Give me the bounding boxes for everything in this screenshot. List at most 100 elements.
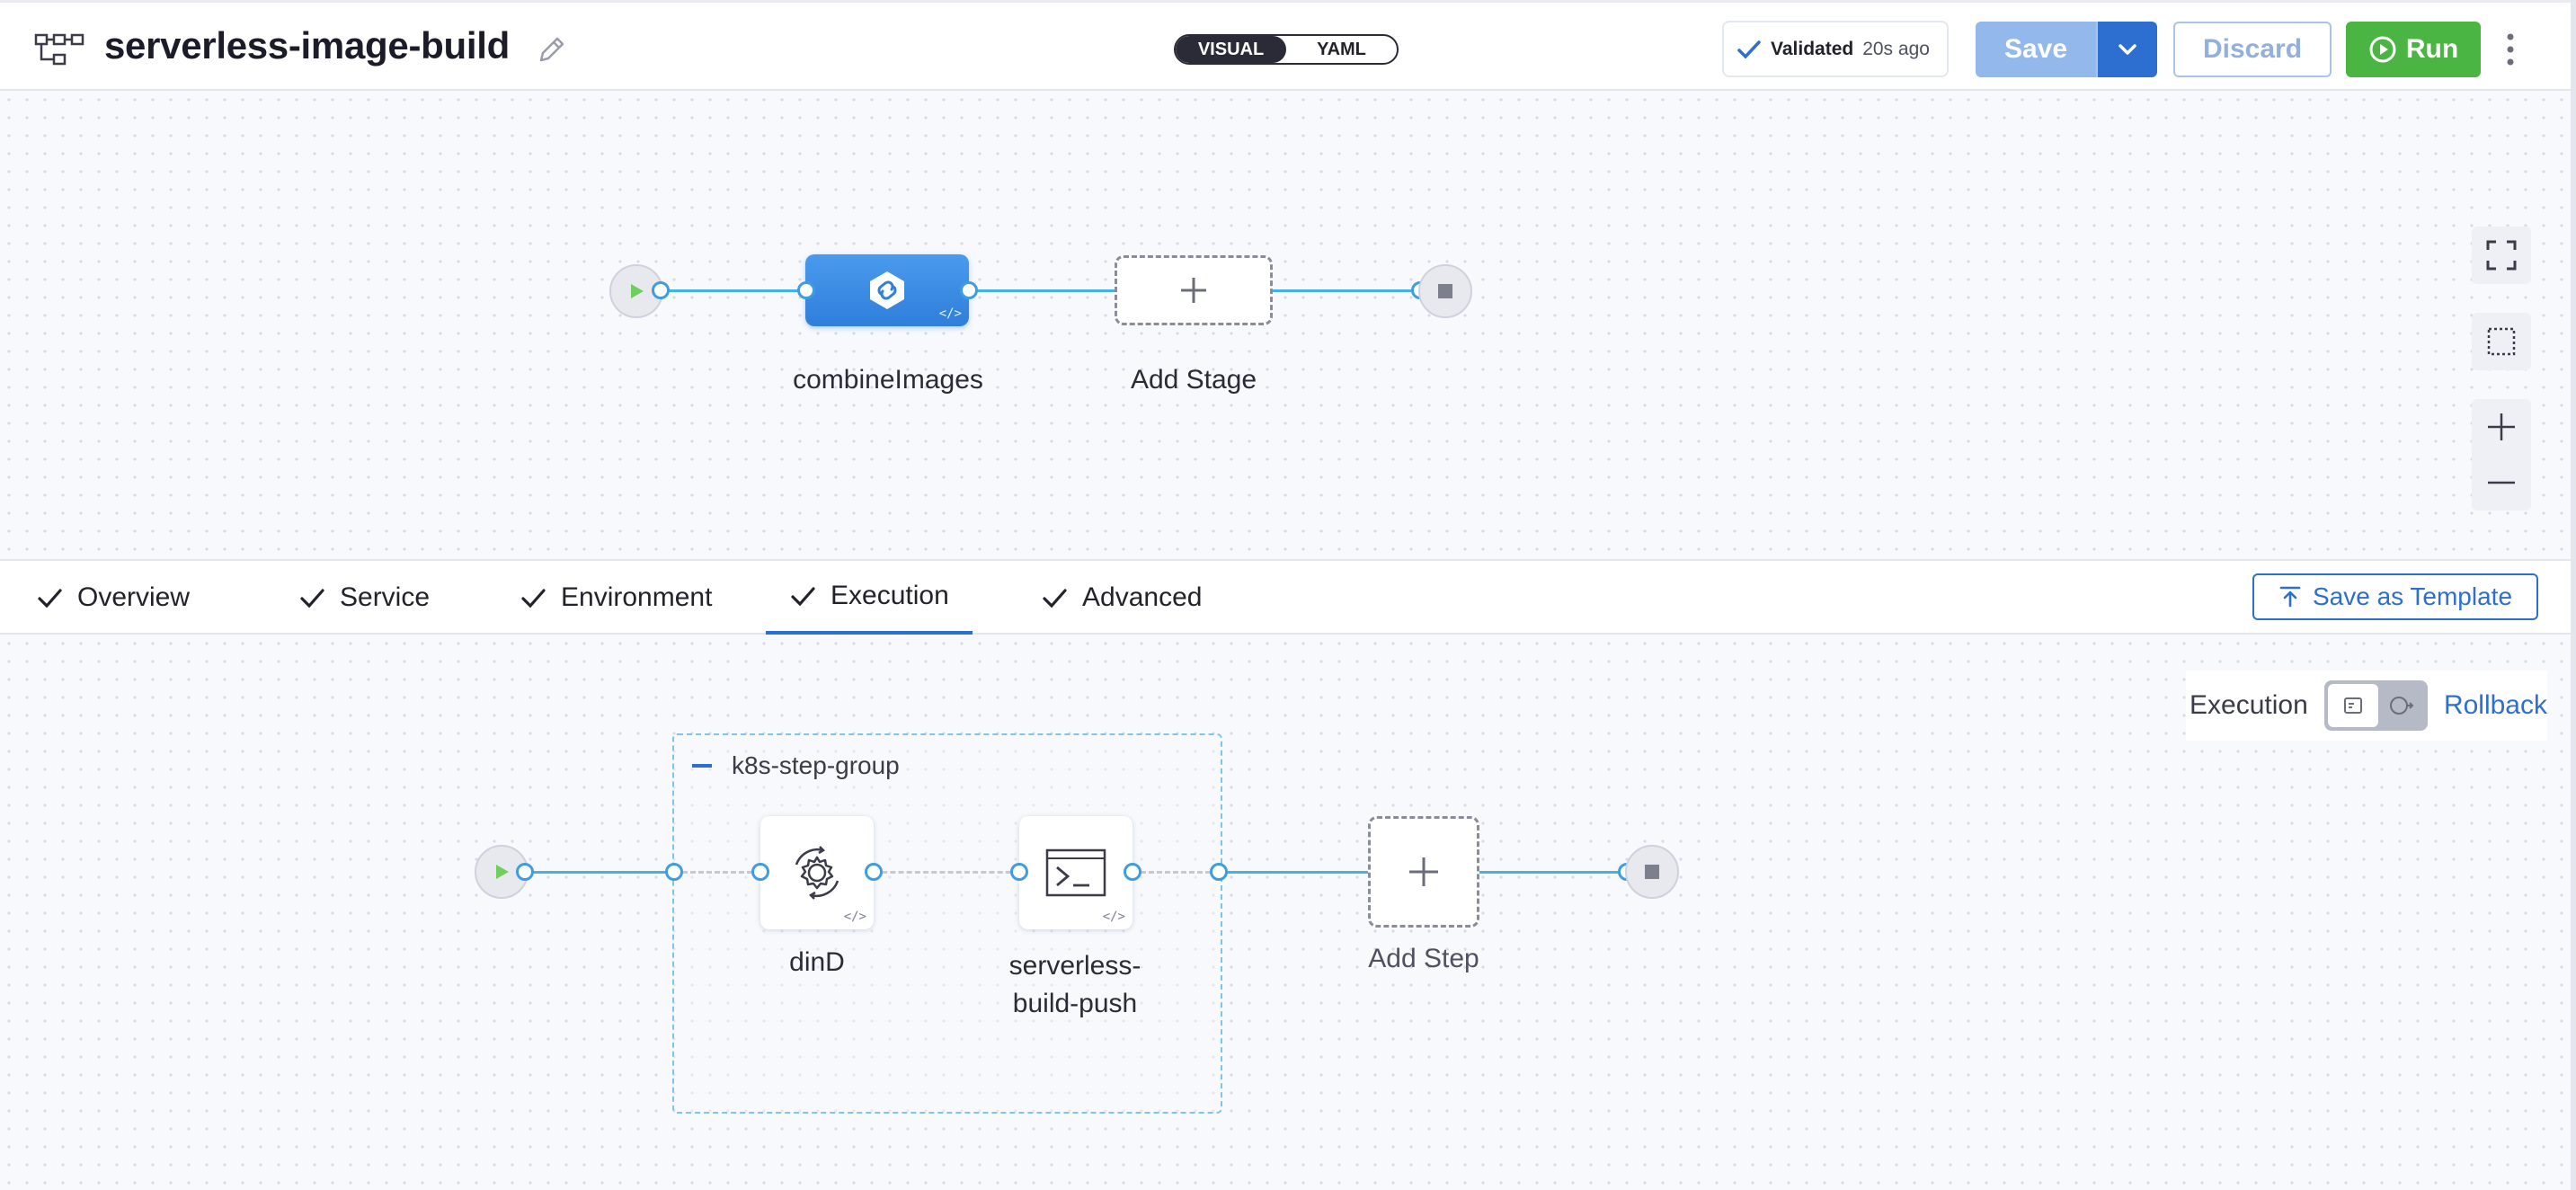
execution-mode-label: Execution <box>2190 690 2308 720</box>
pipeline-title: serverless-image-build <box>104 24 510 67</box>
run-label: Run <box>2405 34 2459 64</box>
step-group-name: k8s-step-group <box>732 751 900 779</box>
link-icon <box>870 271 904 309</box>
collapse-icon[interactable] <box>692 764 712 768</box>
view-mode-toggle[interactable]: VISUAL YAML <box>1174 34 1399 65</box>
plus-icon <box>1181 278 1206 303</box>
connector <box>1219 871 1368 874</box>
execution-rollback-toggle: Execution Rollback <box>2186 670 2547 741</box>
stop-icon <box>1645 865 1659 879</box>
rollback-icon <box>2389 697 2414 715</box>
step-label: dinD <box>789 947 845 977</box>
save-options-dropdown[interactable] <box>2096 22 2157 77</box>
validated-time: 20s ago <box>1862 38 1930 59</box>
zoom-out-icon <box>2488 481 2515 484</box>
group-output-port <box>1210 863 1228 881</box>
upload-template-icon <box>2279 586 2301 608</box>
step-label-line: build-push <box>1012 989 1138 1018</box>
zoom-in-button[interactable] <box>2472 399 2531 455</box>
more-vertical-icon[interactable] <box>2497 30 2524 69</box>
tab-label: Overview <box>77 582 191 612</box>
connector <box>1479 871 1625 874</box>
chevron-down-icon <box>2119 44 2136 55</box>
execution-icon <box>2343 697 2362 714</box>
tab-advanced[interactable]: Advanced <box>1041 561 1202 635</box>
validation-status[interactable]: Validated 20s ago <box>1722 21 1949 77</box>
check-icon <box>791 587 815 607</box>
pipeline-icon <box>34 33 84 66</box>
tab-label: Environment <box>561 582 713 612</box>
plus-icon <box>1409 857 1438 886</box>
play-icon <box>631 284 644 298</box>
tab-overview[interactable]: Overview <box>36 561 190 635</box>
zoom-in-icon <box>2488 413 2515 440</box>
save-as-template-button[interactable]: Save as Template <box>2252 573 2538 620</box>
stage-label: combineImages <box>793 365 983 395</box>
connector <box>525 871 674 874</box>
pipeline-end-node <box>1418 264 1472 318</box>
start-port <box>652 281 670 299</box>
step-dind[interactable]: </> <box>760 816 874 929</box>
zoom-controls <box>2472 399 2531 511</box>
run-button[interactable]: Run <box>2346 22 2481 77</box>
save-button[interactable]: Save <box>1976 22 2096 77</box>
validated-label: Validated <box>1771 38 1854 59</box>
step-output-port <box>1124 863 1141 881</box>
fit-to-screen-button[interactable] <box>2472 313 2531 370</box>
group-input-port <box>665 863 683 881</box>
execution-mode-knob <box>2327 684 2378 727</box>
terminal-icon <box>1045 848 1106 897</box>
step-input-port <box>1010 863 1028 881</box>
tab-environment[interactable]: Environment <box>520 561 712 635</box>
connector <box>662 289 805 292</box>
step-input-port <box>751 863 769 881</box>
zoom-out-button[interactable] <box>2472 455 2531 511</box>
execution-rollback-switch[interactable] <box>2323 680 2428 731</box>
connector <box>1273 289 1418 292</box>
start-port <box>516 863 534 881</box>
stage-tabs: Overview Service Environment Execution A… <box>0 559 2576 635</box>
check-icon <box>1737 40 1761 59</box>
tab-execution[interactable]: Execution <box>766 561 973 635</box>
add-step-label: Add Step <box>1368 944 1479 973</box>
step-output-port <box>865 863 883 881</box>
fullscreen-icon <box>2486 240 2517 271</box>
save-as-template-label: Save as Template <box>2312 582 2513 610</box>
check-icon <box>300 589 324 608</box>
step-group-container[interactable] <box>672 733 1222 1114</box>
stage-input-port <box>797 281 815 299</box>
add-step-button[interactable] <box>1368 816 1479 928</box>
tab-label: Service <box>340 582 431 612</box>
fullscreen-button[interactable] <box>2472 226 2531 284</box>
tab-service[interactable]: Service <box>298 561 430 635</box>
check-icon <box>521 589 546 608</box>
pipeline-studio-canvas[interactable] <box>0 91 2576 559</box>
fit-to-screen-icon <box>2487 327 2516 356</box>
check-icon <box>38 589 62 608</box>
discard-button[interactable]: Discard <box>2173 22 2332 77</box>
add-stage-label: Add Stage <box>1130 365 1257 395</box>
check-icon <box>1043 589 1067 608</box>
code-icon: </> <box>1102 910 1125 924</box>
connector <box>969 289 1115 292</box>
pencil-icon[interactable] <box>534 33 568 67</box>
add-stage-button[interactable] <box>1115 255 1273 325</box>
play-icon <box>496 865 509 879</box>
pipeline-header: serverless-image-build VISUAL YAML Valid… <box>0 0 2576 91</box>
code-icon: </> <box>938 306 962 321</box>
visual-mode-option[interactable]: VISUAL <box>1176 36 1286 63</box>
play-circle-icon <box>2369 36 2396 63</box>
step-serverless-build-push[interactable]: </> <box>1019 816 1133 929</box>
step-label: serverless- build-push <box>976 947 1174 1023</box>
execution-canvas[interactable] <box>0 635 2576 1190</box>
tab-label: Execution <box>831 581 949 610</box>
step-label-line: serverless- <box>1008 951 1141 981</box>
step-group-header[interactable]: k8s-step-group <box>692 751 900 780</box>
dashed-connector <box>1133 871 1219 874</box>
rollback-mode-label[interactable]: Rollback <box>2443 690 2547 720</box>
stage-output-port <box>960 281 978 299</box>
stage-combineimages[interactable]: </> <box>805 254 969 326</box>
dashed-connector <box>874 871 1019 874</box>
window-edge <box>2571 0 2576 1190</box>
yaml-mode-option[interactable]: YAML <box>1317 39 1366 59</box>
